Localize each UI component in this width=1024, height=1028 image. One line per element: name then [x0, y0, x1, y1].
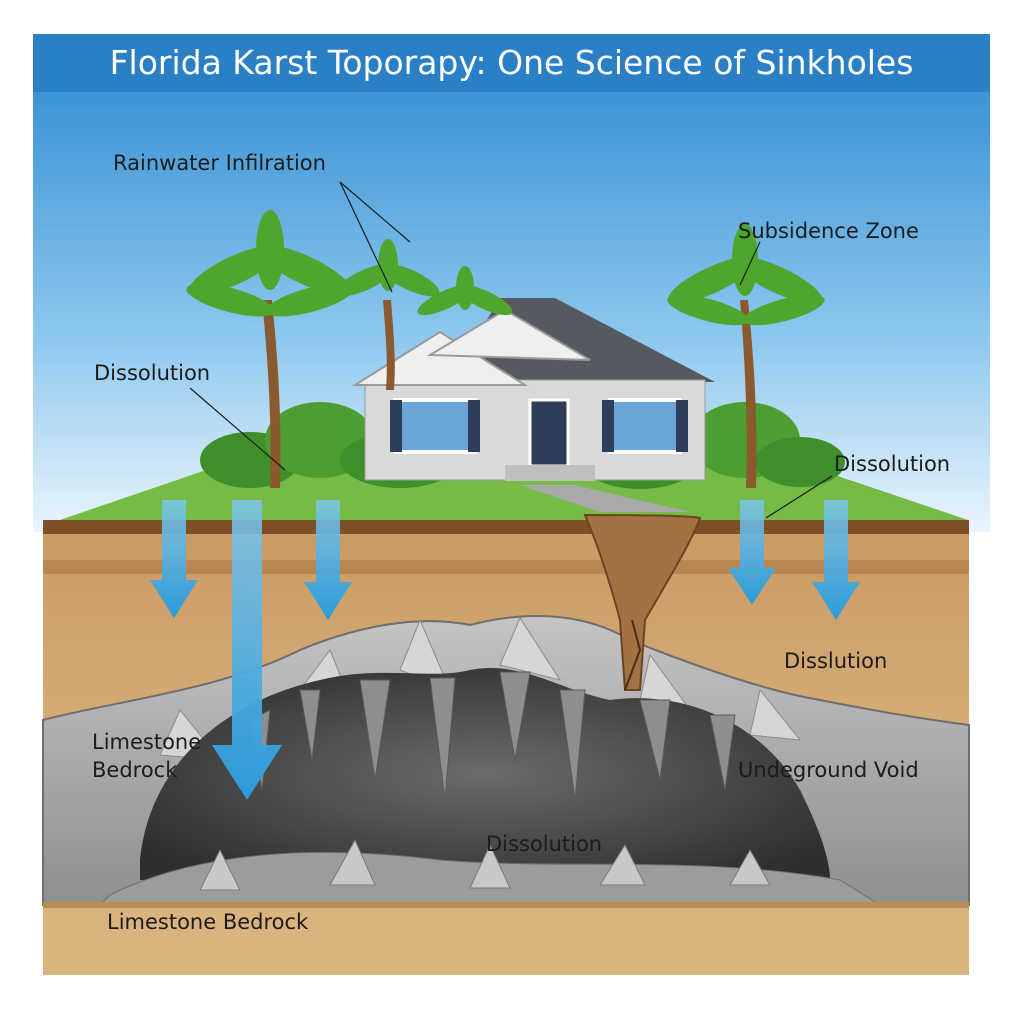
sinkhole-funnel: [583, 513, 702, 691]
label-limestone-bedrock-line1: Limestone: [92, 730, 202, 754]
label-dissolution-cave: Dissolution: [486, 832, 603, 856]
water-arrow-icon: [150, 500, 860, 800]
title-bar: [33, 34, 990, 92]
label-limestone-bedrock-bottom: Limestone Bedrock: [107, 910, 309, 934]
diagram-title: Florida Karst Toporapy: One Science of S…: [109, 43, 914, 82]
stalagmites: [199, 838, 771, 891]
sinkhole-crack: [624, 619, 642, 691]
bottom-sand-edge: [43, 902, 969, 908]
palm-tree-icon: [186, 210, 354, 488]
walkway: [520, 485, 690, 512]
label-subsidence-zone: Subsidence Zone: [738, 219, 919, 243]
palm-tree-icon: [667, 224, 825, 488]
rock-facets: [159, 616, 802, 761]
topsoil-band: [43, 520, 969, 534]
label-underground-void: Undeground Void: [738, 758, 919, 782]
label-dissolution-left: Dissolution: [94, 361, 211, 385]
label-disslution: Disslution: [784, 649, 888, 673]
palm-tree-icon: [417, 266, 513, 316]
house-icon: [351, 298, 715, 481]
label-limestone-bedrock-line2: Bedrock: [92, 758, 178, 782]
leader-lines: [189, 181, 833, 519]
bottom-sand: [43, 905, 969, 975]
label-dissolution-right: Dissolution: [834, 452, 951, 476]
palm-tree-icon: [335, 239, 440, 390]
label-rainwater-infiltration: Rainwater Infilration: [113, 151, 326, 175]
